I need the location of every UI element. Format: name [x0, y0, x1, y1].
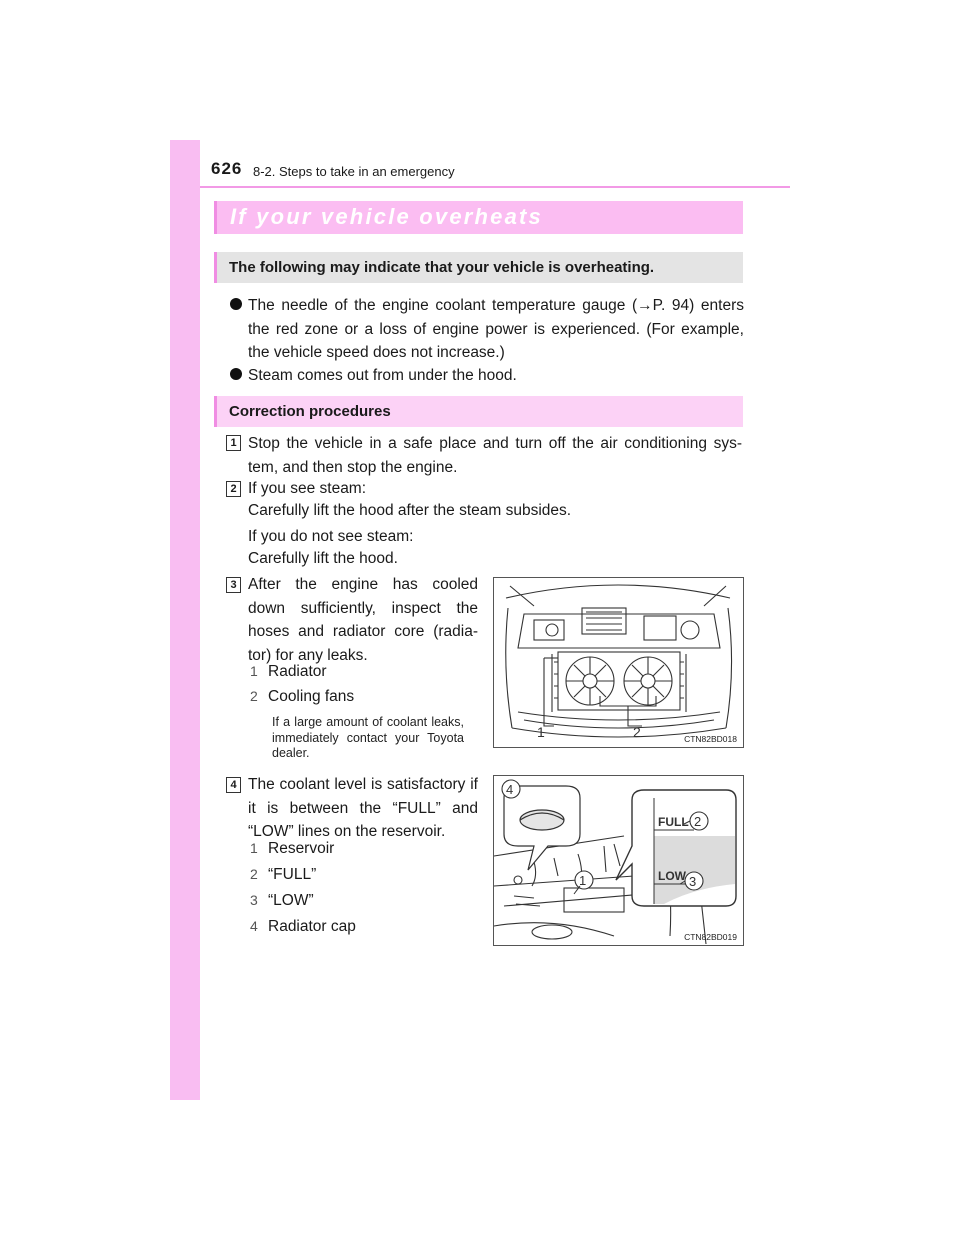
- engine-bay-illustration: 1 2 CTN82BD018: [493, 577, 744, 748]
- legend-number: 2: [250, 866, 258, 882]
- reservoir-drawing: FULL LOW 4 1 2 3: [494, 779, 737, 945]
- correction-heading: Correction procedures: [229, 403, 391, 420]
- step-2-line-2: Carefully lift the hood after the steam …: [248, 502, 572, 519]
- page-title: If your vehicle overheats: [230, 204, 543, 229]
- page-number: 626: [211, 159, 243, 178]
- bullet-item: The needle of the engine coolant tempera…: [230, 294, 744, 365]
- legend-label: “LOW”: [268, 892, 314, 909]
- legend-label: Cooling fans: [268, 688, 355, 705]
- section-header: 8-2. Steps to take in an emergency: [253, 164, 455, 179]
- legend-label: Radiator: [268, 663, 327, 680]
- step-1-text: Stop the vehicle in a safe place and tur…: [248, 435, 742, 476]
- step-number-2: 2: [226, 481, 241, 497]
- step-number-1: 1: [226, 435, 241, 451]
- coolant-reservoir-illustration: FULL LOW 4 1 2 3 CTN82BD019: [493, 775, 744, 946]
- legend-label: Reservoir: [268, 840, 335, 857]
- legend-label: Radiator cap: [268, 918, 356, 935]
- callout-2: 2: [694, 814, 701, 829]
- side-tab-bar: [170, 140, 200, 1100]
- step-3-note: If a large amount of coolant leaks, imme…: [272, 715, 464, 760]
- legend-item: 4 Radiator cap: [250, 918, 356, 938]
- header-rule: [200, 186, 790, 188]
- legend-item: 3 “LOW”: [250, 892, 314, 912]
- legend-item: 1 Radiator: [250, 663, 327, 683]
- step-3-text: After the engine has cooled down suffici…: [248, 576, 478, 664]
- symptoms-heading: The following may indicate that your veh…: [229, 259, 655, 276]
- full-mark: FULL: [658, 815, 689, 829]
- step-2-line-3: If you do not see steam:: [248, 528, 414, 545]
- legend-number: 1: [250, 663, 258, 679]
- figure-code: CTN82BD019: [684, 932, 737, 942]
- callout-1: 1: [579, 873, 586, 888]
- low-mark: LOW: [658, 869, 687, 883]
- symptoms-heading-band: The following may indicate that your veh…: [214, 252, 743, 283]
- step-2-line-4: Carefully lift the hood.: [248, 550, 398, 567]
- legend-item: 2 “FULL”: [250, 866, 316, 886]
- legend-item: 2 Cooling fans: [250, 688, 354, 708]
- figure-code: CTN82BD018: [684, 734, 737, 744]
- bullet-text: The needle of the engine coolant tempera…: [248, 297, 744, 361]
- correction-heading-band: Correction procedures: [214, 396, 743, 427]
- title-band: If your vehicle overheats: [214, 201, 743, 234]
- callout-1: 1: [537, 724, 545, 740]
- callout-3: 3: [689, 874, 696, 889]
- step-4-text: The coolant level is satisfactory if it …: [248, 776, 478, 840]
- legend-number: 2: [250, 688, 258, 704]
- legend-item: 1 Reservoir: [250, 840, 334, 860]
- legend-number: 3: [250, 892, 258, 908]
- step-number-4: 4: [226, 777, 241, 793]
- legend-number: 4: [250, 918, 258, 934]
- step-number-3: 3: [226, 577, 241, 593]
- step-2-line-1: If you see steam:: [248, 480, 367, 497]
- legend-number: 1: [250, 840, 258, 856]
- bullet-text: Steam comes out from under the hood.: [248, 367, 517, 384]
- engine-bay-drawing: 1 2: [505, 584, 733, 740]
- bullet-item: Steam comes out from under the hood.: [230, 364, 744, 388]
- callout-4: 4: [506, 782, 513, 797]
- bullet-dot: [230, 368, 242, 380]
- legend-label: “FULL”: [268, 866, 317, 883]
- callout-2: 2: [633, 724, 641, 740]
- bullet-dot: [230, 298, 242, 310]
